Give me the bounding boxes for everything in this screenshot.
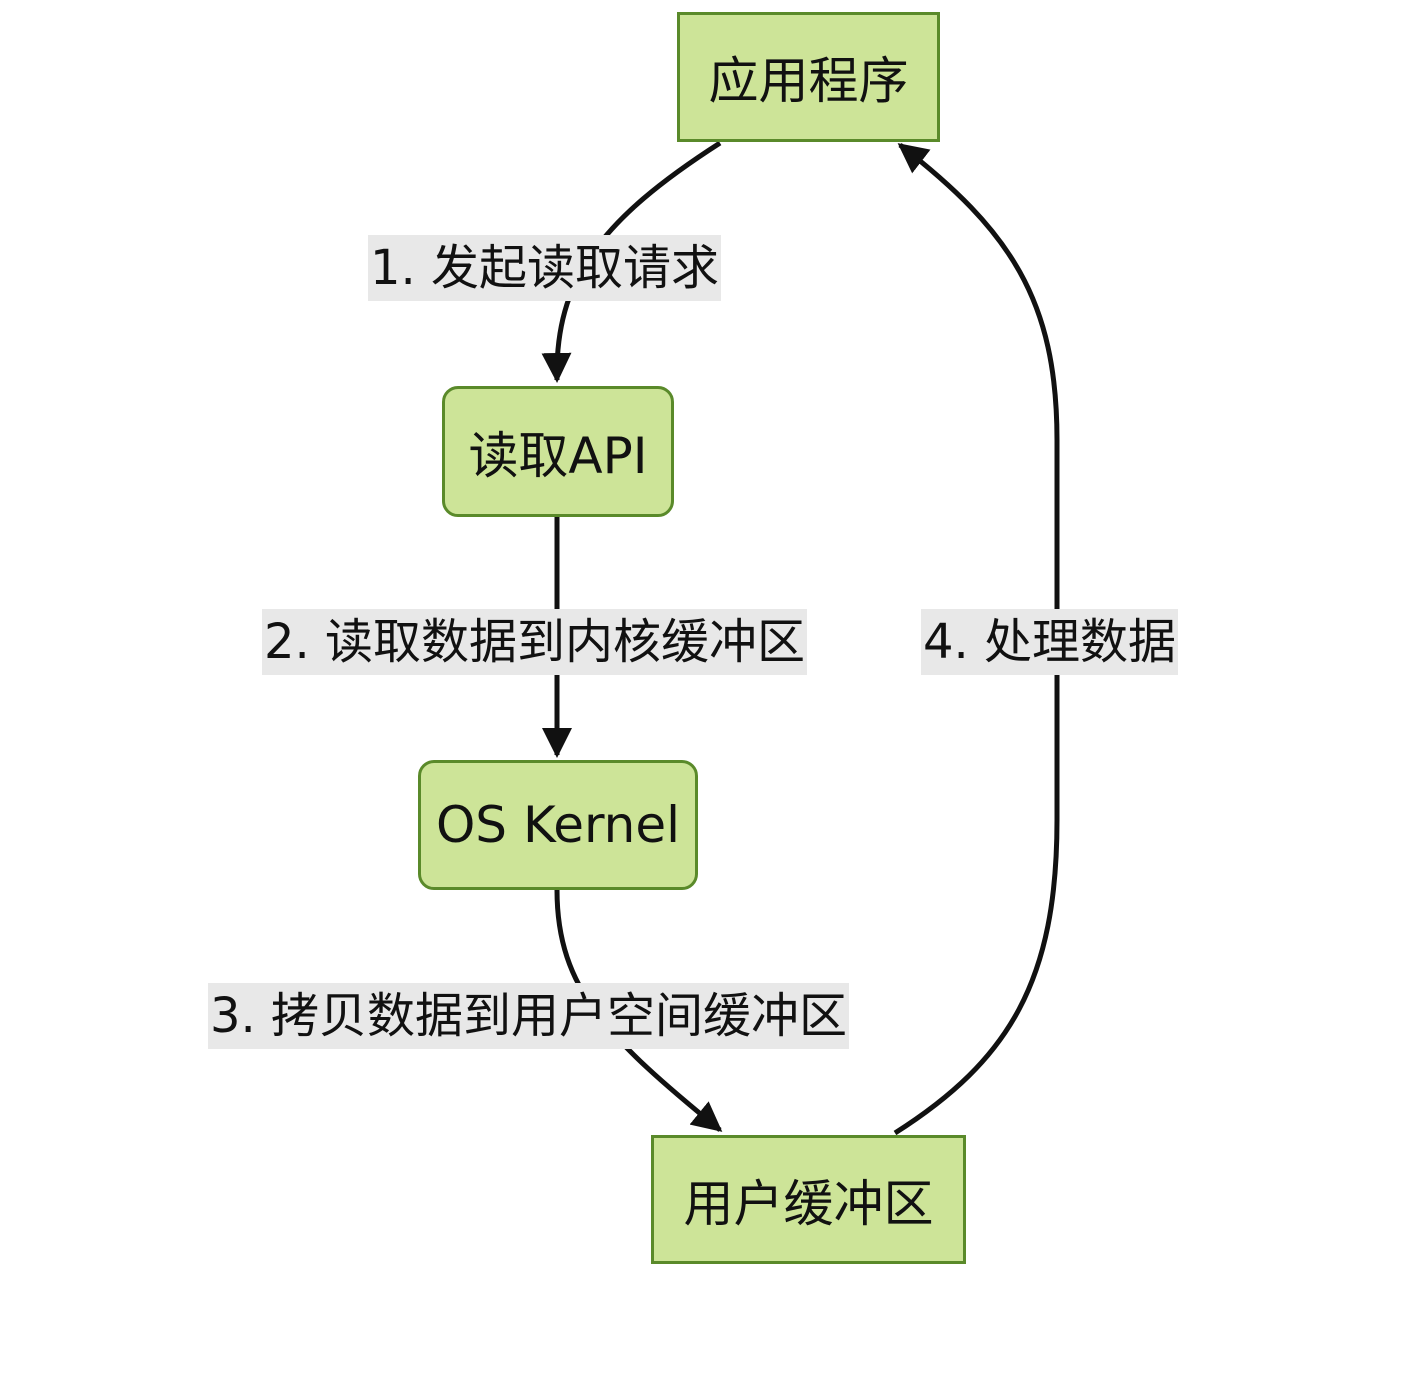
node-user-buffer-label: 用户缓冲区 [683, 1174, 934, 1233]
node-os-kernel-label: OS Kernel [435, 796, 681, 854]
edge-label-3: 3. 拷贝数据到用户空间缓冲区 [208, 983, 850, 1049]
node-app-label: 应用程序 [708, 52, 909, 110]
node-user-buffer: 用户缓冲区 [651, 1135, 966, 1264]
edge-label-1: 1. 发起读取请求 [368, 235, 722, 301]
edge-label-2: 2. 读取数据到内核缓冲区 [262, 609, 808, 675]
node-app: 应用程序 [677, 12, 940, 142]
node-read-api-label: 读取API [468, 426, 648, 485]
node-read-api: 读取API [442, 386, 674, 517]
edge-label-4: 4. 处理数据 [921, 609, 1179, 675]
node-os-kernel: OS Kernel [418, 760, 698, 890]
